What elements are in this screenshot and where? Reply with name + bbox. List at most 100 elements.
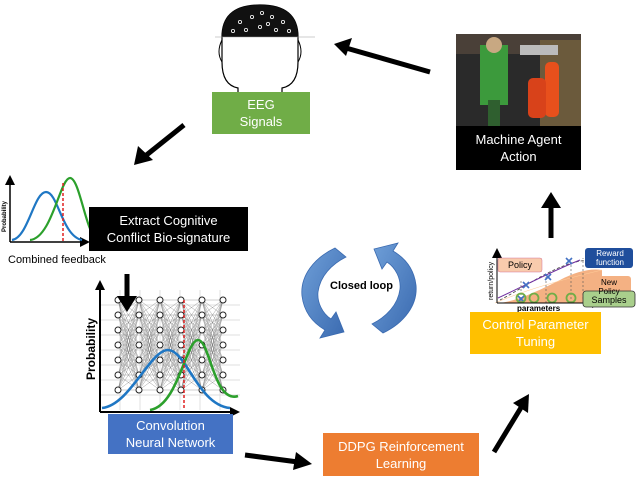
nn-node xyxy=(219,341,227,349)
nn-connection xyxy=(201,359,224,391)
ddpg-box: DDPG Reinforcement Learning xyxy=(323,433,479,476)
nn-node xyxy=(219,356,227,364)
reward-function-label: Reward function xyxy=(595,249,625,267)
policy-tag xyxy=(497,257,543,273)
samples-label: Samples xyxy=(591,295,627,305)
nn-node xyxy=(177,296,185,304)
nn-node xyxy=(219,311,227,319)
nn-connection xyxy=(159,299,182,376)
nn-node xyxy=(114,356,122,364)
nn-node xyxy=(219,371,227,379)
cnn-box: Convolution Neural Network xyxy=(108,414,233,454)
nn-connection xyxy=(117,314,140,391)
eeg-head-illustration xyxy=(215,4,315,94)
arrow-ddpg-to-control-head xyxy=(513,394,529,413)
nn-node xyxy=(156,296,164,304)
nn-connection xyxy=(201,299,224,346)
arrow-extract-to-cnn-head xyxy=(117,296,137,312)
nn-connection xyxy=(159,299,182,331)
nn-node xyxy=(156,356,164,364)
nn-connection xyxy=(117,374,140,391)
nn-node xyxy=(114,311,122,319)
nn-node xyxy=(135,311,143,319)
nn-node xyxy=(198,311,206,319)
nn-node xyxy=(177,326,185,334)
nn-connection xyxy=(117,329,140,391)
opt-plot-xlabel: parameters xyxy=(517,304,561,313)
nn-node xyxy=(219,296,227,304)
nn-connection xyxy=(201,299,224,331)
arrow-eeg-to-extract-head xyxy=(134,146,153,165)
new-policy-label: New Policy xyxy=(598,278,620,296)
nn-connection xyxy=(159,299,182,346)
arrow-machine-to-eeg xyxy=(345,45,431,75)
nn-connection xyxy=(159,314,182,391)
machine-agent-box: Machine Agent Action xyxy=(456,126,581,170)
nn-node xyxy=(177,341,185,349)
nn-node xyxy=(135,326,143,334)
nn-connection xyxy=(138,299,161,361)
nn-connection xyxy=(117,344,140,391)
nn-connection xyxy=(159,359,182,391)
nn-connection xyxy=(201,299,224,316)
arrow-ddpg-to-control xyxy=(491,404,525,454)
nn-node xyxy=(135,356,143,364)
closed-loop-label: Closed loop xyxy=(330,280,393,292)
extract-bio-signature-box: Extract Cognitive Conflict Bio-signature xyxy=(89,207,248,251)
arrow-machine-to-eeg-head xyxy=(334,38,352,56)
nn-node xyxy=(156,386,164,394)
nn-node xyxy=(198,356,206,364)
nn-connection xyxy=(201,299,224,376)
nn-connection xyxy=(138,374,161,391)
flow-arrows xyxy=(117,38,561,470)
nn-connection xyxy=(138,299,161,316)
combined-feedback-label: Combined feedback xyxy=(8,254,106,266)
nn-connection xyxy=(138,299,161,331)
reward-function-tag xyxy=(585,248,633,268)
cnn-chart-ylabel: Probability xyxy=(84,318,98,380)
nn-connection xyxy=(138,299,161,346)
nn-node xyxy=(198,326,206,334)
nn-connection xyxy=(159,344,182,391)
cnn-chart xyxy=(95,280,240,417)
nn-node xyxy=(156,311,164,319)
nn-node xyxy=(135,296,143,304)
machine-agent-photo xyxy=(456,34,581,126)
nn-node xyxy=(114,326,122,334)
nn-connection xyxy=(201,374,224,391)
nn-connection xyxy=(159,299,182,316)
nn-connection xyxy=(201,329,224,391)
nn-node xyxy=(135,341,143,349)
arrow-cnn-to-ddpg xyxy=(244,452,299,465)
control-parameter-box: Control Parameter Tuning xyxy=(470,312,601,354)
nn-node xyxy=(177,311,185,319)
nn-node xyxy=(219,326,227,334)
nn-node xyxy=(198,296,206,304)
nn-connection xyxy=(117,299,140,346)
nn-node xyxy=(114,371,122,379)
arrow-eeg-to-extract xyxy=(142,123,186,159)
nn-connection xyxy=(138,359,161,391)
nn-connection xyxy=(117,299,140,361)
eeg-signals-box: EEG Signals xyxy=(212,92,310,134)
nn-node xyxy=(156,371,164,379)
nn-node xyxy=(114,386,122,394)
nn-connection xyxy=(138,299,161,376)
nn-node xyxy=(135,386,143,394)
nn-connection xyxy=(159,329,182,391)
nn-node xyxy=(114,341,122,349)
opt-plot-ylabel: return/policy xyxy=(488,261,495,300)
nn-node xyxy=(156,326,164,334)
combined-feedback-chart xyxy=(5,175,99,247)
nn-connection xyxy=(117,359,140,391)
nn-node xyxy=(198,371,206,379)
policy-label: Policy xyxy=(508,260,533,270)
nn-connection xyxy=(201,314,224,391)
nn-connection xyxy=(117,299,140,376)
closed-loop-arrows xyxy=(301,242,417,339)
optimization-plot xyxy=(492,248,636,308)
samples-tag xyxy=(582,290,636,308)
nn-connection xyxy=(138,314,161,391)
nn-node xyxy=(177,386,185,394)
